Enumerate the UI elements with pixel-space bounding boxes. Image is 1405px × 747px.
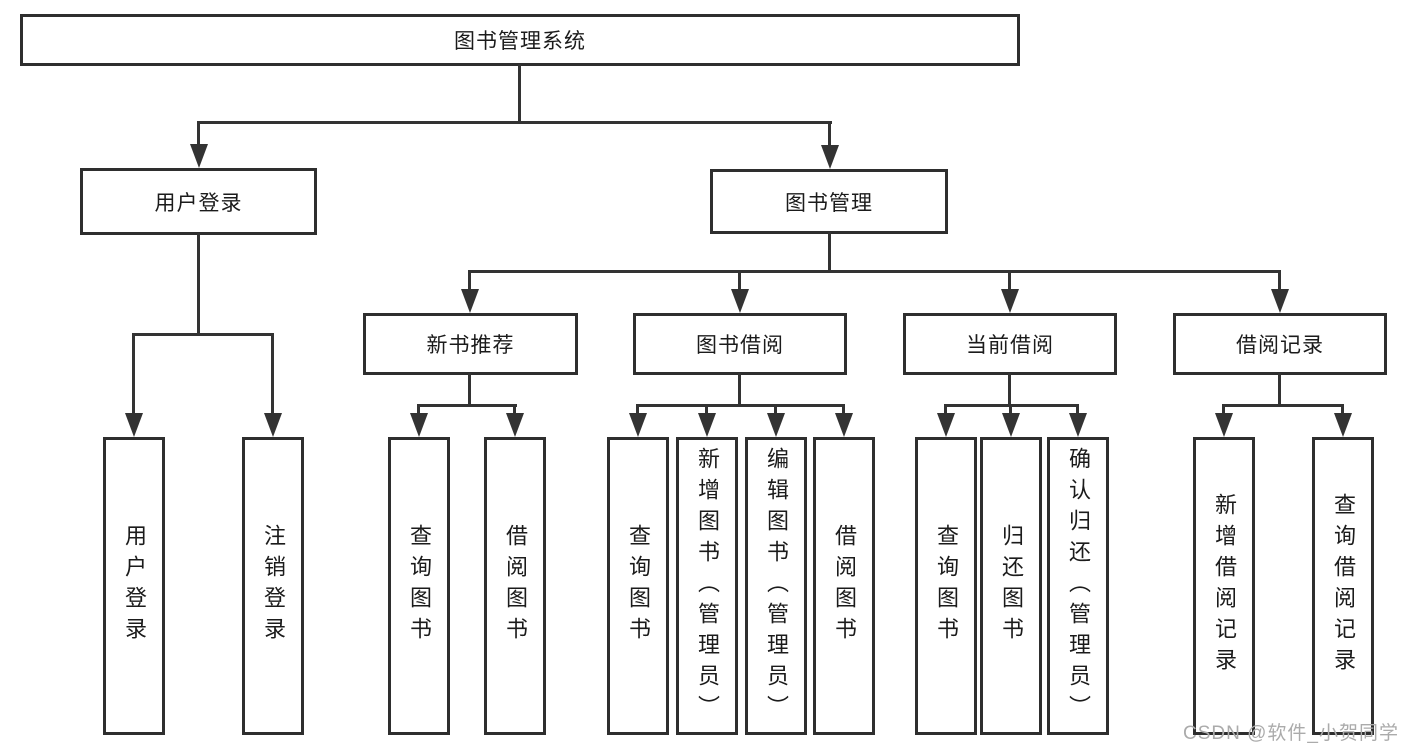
edge-to-leaf-query-borrow-record xyxy=(1341,404,1344,415)
edge-to-new-book-recommend xyxy=(468,270,471,291)
edge-to-leaf-query-books-3 xyxy=(944,404,947,415)
edge-borrowing-records-stem xyxy=(1278,373,1281,406)
edge-group5-horizontal xyxy=(1222,404,1344,407)
edge-to-leaf-user-login-arrow-icon xyxy=(125,413,143,437)
leaf-borrow-books-2-label: 借阅图书 xyxy=(832,524,857,648)
node-book-management: 图书管理 xyxy=(710,169,948,234)
edge-root-to-user-login xyxy=(197,121,200,146)
node-current-borrowing: 当前借阅 xyxy=(903,313,1117,375)
leaf-query-books-3: 查询图书 xyxy=(915,437,977,735)
edge-user-login-horizontal xyxy=(132,333,274,336)
leaf-query-books-2: 查询图书 xyxy=(607,437,669,735)
edge-group3-horizontal xyxy=(636,404,845,407)
node-new-book-recommend: 新书推荐 xyxy=(363,313,578,375)
leaf-add-books-admin: 新增图书（管理员） xyxy=(676,437,738,735)
node-borrowing-records: 借阅记录 xyxy=(1173,313,1387,375)
leaf-return-books-label: 归还图书 xyxy=(999,524,1024,648)
leaf-borrow-books-1: 借阅图书 xyxy=(484,437,546,735)
edge-to-leaf-logout xyxy=(271,333,274,415)
edge-to-leaf-query-books-3-arrow-icon xyxy=(937,413,955,437)
node-root-label: 图书管理系统 xyxy=(454,30,586,53)
edge-to-new-book-recommend-arrow-icon xyxy=(461,289,479,313)
leaf-logout-label: 注销登录 xyxy=(261,524,286,648)
edge-group2-horizontal xyxy=(417,404,517,407)
leaf-edit-books-admin-label: 编辑图书（管理员） xyxy=(764,446,789,726)
edge-to-leaf-borrow-books-2 xyxy=(842,404,845,415)
node-new-book-recommend-label: 新书推荐 xyxy=(426,334,515,357)
edge-to-leaf-confirm-return xyxy=(1076,404,1079,415)
node-book-management-label: 图书管理 xyxy=(785,191,873,215)
edge-to-leaf-borrow-books-1 xyxy=(513,404,516,415)
leaf-query-books-2-label: 查询图书 xyxy=(626,524,651,648)
edge-to-leaf-query-books-1 xyxy=(417,404,420,415)
edge-to-leaf-user-login xyxy=(132,333,135,415)
edge-to-borrowing-records xyxy=(1278,270,1281,291)
watermark: CSDN @软件_小贺同学 xyxy=(1183,723,1399,744)
edge-user-login-stem xyxy=(197,233,200,335)
leaf-return-books: 归还图书 xyxy=(980,437,1042,735)
edge-root-horizontal xyxy=(197,121,832,124)
node-root: 图书管理系统 xyxy=(20,14,1020,66)
node-user-login: 用户登录 xyxy=(80,168,317,235)
edge-root-to-book-management xyxy=(828,121,831,147)
edge-book-borrowing-stem xyxy=(738,373,741,406)
edge-to-leaf-return-books xyxy=(1009,404,1012,415)
edge-book-management-horizontal xyxy=(468,270,1281,273)
leaf-add-borrow-record: 新增借阅记录 xyxy=(1193,437,1255,735)
leaf-query-books-3-label: 查询图书 xyxy=(934,524,959,648)
edge-to-leaf-return-books-arrow-icon xyxy=(1002,413,1020,437)
edge-to-borrowing-records-arrow-icon xyxy=(1271,289,1289,313)
edge-to-leaf-borrow-books-2-arrow-icon xyxy=(835,413,853,437)
edge-to-leaf-query-books-1-arrow-icon xyxy=(410,413,428,437)
edge-book-management-stem xyxy=(828,232,831,272)
leaf-query-books-1: 查询图书 xyxy=(388,437,450,735)
leaf-query-borrow-record: 查询借阅记录 xyxy=(1312,437,1374,735)
node-user-login-label: 用户登录 xyxy=(154,191,243,215)
leaf-user-login-label: 用户登录 xyxy=(122,524,147,648)
leaf-query-borrow-record-label: 查询借阅记录 xyxy=(1331,493,1356,679)
leaf-add-borrow-record-label: 新增借阅记录 xyxy=(1212,493,1237,679)
leaf-logout: 注销登录 xyxy=(242,437,304,735)
edge-to-book-borrowing-arrow-icon xyxy=(731,289,749,313)
edge-to-leaf-add-books-arrow-icon xyxy=(698,413,716,437)
edge-to-leaf-query-borrow-record-arrow-icon xyxy=(1334,413,1352,437)
edge-root-to-user-login-arrow-icon xyxy=(190,144,208,168)
edge-to-leaf-add-borrow-record-arrow-icon xyxy=(1215,413,1233,437)
edge-to-book-borrowing xyxy=(738,270,741,291)
leaf-confirm-return-admin: 确认归还（管理员） xyxy=(1047,437,1109,735)
leaf-borrow-books-2: 借阅图书 xyxy=(813,437,875,735)
node-current-borrowing-label: 当前借阅 xyxy=(966,334,1054,357)
leaf-user-login: 用户登录 xyxy=(103,437,165,735)
edge-new-book-recommend-stem xyxy=(468,373,471,406)
edge-root-to-book-management-arrow-icon xyxy=(821,145,839,169)
edge-to-leaf-edit-books xyxy=(774,404,777,415)
node-borrowing-records-label: 借阅记录 xyxy=(1236,334,1324,357)
leaf-add-books-admin-label: 新增图书（管理员） xyxy=(695,446,720,726)
leaf-edit-books-admin: 编辑图书（管理员） xyxy=(745,437,807,735)
edge-to-leaf-query-books-2 xyxy=(636,404,639,415)
leaf-borrow-books-1-label: 借阅图书 xyxy=(503,524,528,648)
edge-to-leaf-add-borrow-record xyxy=(1222,404,1225,415)
edge-to-leaf-query-books-2-arrow-icon xyxy=(629,413,647,437)
edge-to-leaf-confirm-return-arrow-icon xyxy=(1069,413,1087,437)
node-book-borrowing-label: 图书借阅 xyxy=(696,334,784,357)
edge-root-stem xyxy=(518,64,521,123)
edge-to-current-borrowing xyxy=(1008,270,1011,291)
edge-to-leaf-borrow-books-1-arrow-icon xyxy=(506,413,524,437)
node-book-borrowing: 图书借阅 xyxy=(633,313,847,375)
leaf-query-books-1-label: 查询图书 xyxy=(407,524,432,648)
leaf-confirm-return-admin-label: 确认归还（管理员） xyxy=(1066,446,1091,726)
edge-to-current-borrowing-arrow-icon xyxy=(1001,289,1019,313)
edge-to-leaf-logout-arrow-icon xyxy=(264,413,282,437)
edge-to-leaf-add-books xyxy=(705,404,708,415)
edge-current-borrowing-stem xyxy=(1008,373,1011,406)
edge-to-leaf-edit-books-arrow-icon xyxy=(767,413,785,437)
